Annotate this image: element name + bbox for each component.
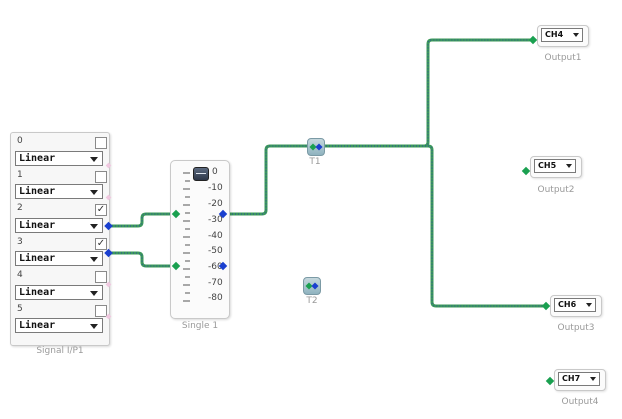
- channel-value: CH4: [545, 30, 564, 39]
- channel-number: 5: [17, 304, 23, 314]
- channel-3-mode-dropdown[interactable]: Linear: [15, 251, 103, 266]
- channel-2-mode-dropdown[interactable]: Linear: [15, 218, 103, 233]
- junction-node-t2[interactable]: [303, 277, 321, 295]
- scale-tick-label: -70: [208, 278, 223, 288]
- output-block-4[interactable]: CH7: [554, 369, 606, 391]
- channel-5-mode-dropdown[interactable]: Linear: [15, 318, 103, 333]
- chevron-down-icon: [586, 303, 592, 307]
- channel-value: CH6: [558, 300, 577, 309]
- scale-tick-label: -30: [208, 215, 223, 225]
- mode-value: Linear: [19, 220, 56, 231]
- mode-value: Linear: [19, 287, 56, 298]
- scale-tick-label: -20: [208, 199, 223, 209]
- output-block-3[interactable]: CH6: [550, 295, 602, 317]
- output-4-label: Output4: [561, 397, 599, 407]
- wire-slider-to-t1: [223, 144, 307, 216]
- node-t1-label: T1: [309, 157, 321, 167]
- channel-5-checkbox[interactable]: [95, 305, 107, 317]
- node-ports-icon: [305, 282, 319, 290]
- channel-row-4: 4: [15, 270, 107, 284]
- channel-row-1: 1: [15, 170, 107, 184]
- output-1-channel-dropdown[interactable]: CH4: [541, 28, 583, 42]
- single-slider-block[interactable]: 0 -10 -20 -30 -40 -50 -60 -70 -80: [170, 160, 230, 319]
- channel-3-checkbox[interactable]: ✓: [95, 238, 107, 250]
- node-ports-icon: [309, 143, 323, 151]
- output-2-channel-dropdown[interactable]: CH5: [534, 159, 576, 173]
- slider-scale: [183, 172, 202, 302]
- channel-2-checkbox[interactable]: ✓: [95, 204, 107, 216]
- chevron-down-icon: [90, 324, 98, 329]
- channel-value: CH5: [538, 161, 557, 170]
- scale-tick-label: -50: [208, 246, 223, 256]
- mode-value: Linear: [19, 320, 56, 331]
- output-4-channel-dropdown[interactable]: CH7: [558, 372, 600, 386]
- channel-number: 3: [17, 237, 23, 247]
- channel-row-3: 3 ✓: [15, 237, 107, 251]
- scale-tick-label: -60: [208, 262, 223, 272]
- output-block-1[interactable]: CH4: [537, 25, 589, 47]
- channel-number: 2: [17, 203, 23, 213]
- channel-number: 4: [17, 270, 23, 280]
- scale-tick-label: 0: [212, 167, 218, 177]
- node-t2-label: T2: [306, 296, 318, 306]
- signal-input-label: Signal I/P1: [36, 346, 84, 356]
- mode-value: Linear: [19, 253, 56, 264]
- channel-4-checkbox[interactable]: [95, 271, 107, 283]
- signal-input-block[interactable]: 0 Linear 1 Linear 2 ✓ Linear 3 ✓ Linear …: [10, 132, 110, 346]
- chevron-down-icon: [90, 224, 98, 229]
- mode-value: Linear: [19, 153, 56, 164]
- wire-ch2-to-slider: [109, 212, 176, 228]
- slider-knob[interactable]: [193, 167, 209, 181]
- chevron-down-icon: [90, 291, 98, 296]
- channel-number: 0: [17, 136, 23, 146]
- channel-row-2: 2 ✓: [15, 203, 107, 217]
- channel-1-mode-dropdown[interactable]: Linear: [15, 184, 103, 199]
- scale-tick-label: -40: [208, 231, 223, 241]
- output-1-label: Output1: [544, 53, 582, 63]
- channel-0-mode-dropdown[interactable]: Linear: [15, 151, 103, 166]
- output-3-channel-dropdown[interactable]: CH6: [554, 298, 596, 312]
- wire-t1-to-output3: [323, 144, 545, 308]
- output-block-2[interactable]: CH5: [530, 156, 582, 178]
- chevron-down-icon: [90, 190, 98, 195]
- slider-block-label: Single 1: [181, 321, 219, 331]
- chevron-down-icon: [90, 157, 98, 162]
- junction-node-t1[interactable]: [307, 138, 325, 156]
- chevron-down-icon: [590, 377, 596, 381]
- scale-tick-label: -10: [208, 183, 223, 193]
- output-3-label: Output3: [557, 323, 595, 333]
- chevron-down-icon: [573, 33, 579, 37]
- chevron-down-icon: [90, 257, 98, 262]
- channel-row-5: 5: [15, 304, 107, 318]
- scale-tick-label: -80: [208, 293, 223, 303]
- channel-number: 1: [17, 170, 23, 180]
- channel-1-checkbox[interactable]: [95, 171, 107, 183]
- chevron-down-icon: [566, 164, 572, 168]
- channel-value: CH7: [562, 374, 581, 383]
- channel-row-0: 0: [15, 136, 107, 150]
- output-2-label: Output2: [537, 185, 575, 195]
- channel-0-checkbox[interactable]: [95, 137, 107, 149]
- mode-value: Linear: [19, 186, 56, 197]
- channel-4-mode-dropdown[interactable]: Linear: [15, 285, 103, 300]
